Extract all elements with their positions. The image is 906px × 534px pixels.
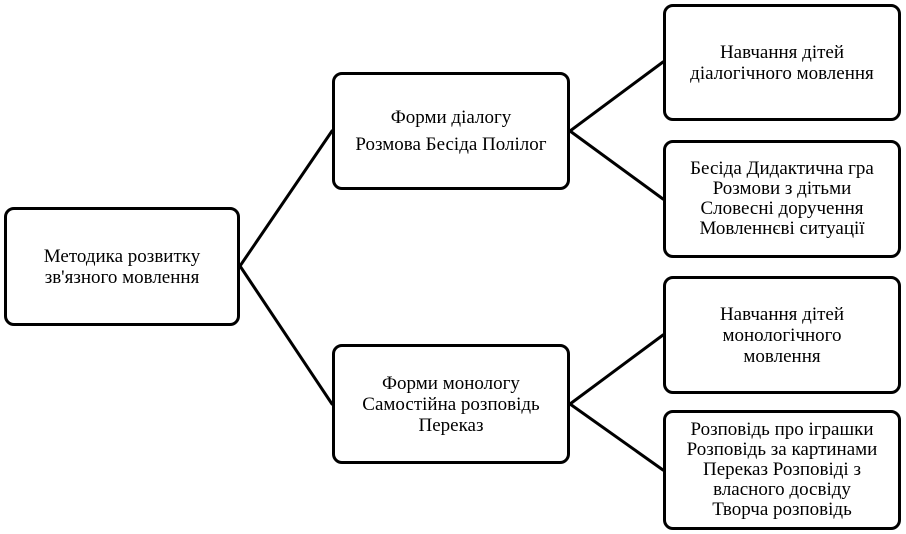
dialogue-forms-line-2: Розмова Бесіда Полілог	[355, 134, 547, 155]
dialogue-methods-line-3: Словесні доручення	[700, 198, 864, 219]
root-node-line-1: Методика розвитку	[43, 245, 201, 267]
dialogue-forms-line-1: Форми діалогу	[390, 107, 512, 128]
monologue-methods-line-3: Переказ Розповіді з	[703, 459, 861, 480]
connector-monologue-methods	[568, 402, 665, 472]
dialogue-methods-line-1: Бесіда Дидактична гра	[690, 158, 874, 179]
monologue-learning-line-1: Навчання дітей	[719, 303, 845, 325]
monologue-methods-line-1: Розповідь про іграшки	[690, 419, 874, 440]
node-dialogue-methods: Бесіда Дидактична гра Розмови з дітьми С…	[663, 140, 901, 258]
connector-dialogue-learning	[568, 60, 665, 133]
monologue-forms-line-1: Форми монологу	[382, 372, 520, 394]
dialogue-methods-line-2: Розмови з дітьми	[712, 178, 852, 199]
node-dialogue-learning: Навчання дітей діалогічного мовлення	[663, 4, 901, 121]
node-dialogue-forms: Форми діалогу Розмова Бесіда Полілог	[332, 72, 570, 190]
dialogue-learning-line-1: Навчання дітей	[719, 41, 845, 63]
monologue-methods-line-4: власного досвіду	[713, 479, 851, 500]
monologue-learning-line-3: мовлення	[743, 345, 821, 367]
monologue-methods-line-2: Розповідь за картинами	[686, 439, 878, 460]
monologue-methods-line-5: Творча розповідь	[712, 499, 852, 520]
root-node-methodology: Методика розвитку зв'язного мовлення	[4, 207, 240, 326]
node-monologue-methods: Розповідь про іграшки Розповідь за карти…	[663, 410, 901, 530]
connector-monologue-learning	[568, 333, 665, 406]
connector-root-dialogue	[238, 129, 334, 268]
node-monologue-learning: Навчання дітей монологічного мовлення	[663, 276, 901, 394]
connector-dialogue-methods	[568, 129, 665, 201]
monologue-learning-line-2: монологічного	[722, 324, 842, 346]
monologue-forms-line-2: Самостійна розповідь	[362, 393, 540, 415]
monologue-forms-line-3: Переказ	[418, 414, 484, 436]
dialogue-methods-line-4: Мовленнєві ситуації	[699, 218, 865, 239]
root-node-line-2: зв'язного мовлення	[44, 266, 200, 288]
node-monologue-forms: Форми монологу Самостійна розповідь Пере…	[332, 344, 570, 464]
connector-root-monologue	[238, 264, 334, 406]
dialogue-learning-line-2: діалогічного мовлення	[690, 62, 874, 84]
